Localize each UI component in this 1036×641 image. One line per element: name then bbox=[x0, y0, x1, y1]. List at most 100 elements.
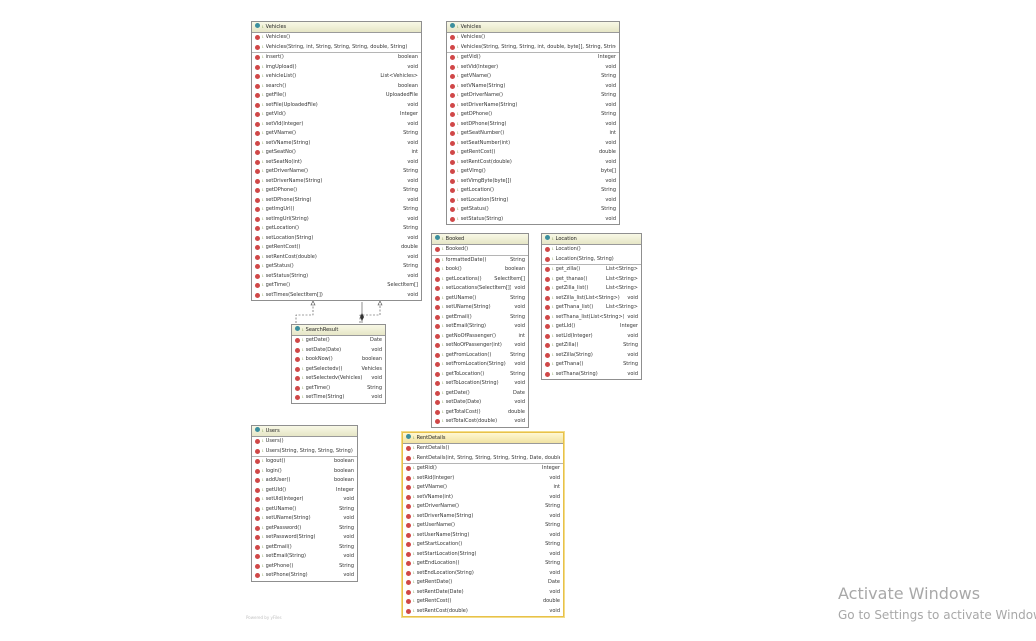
method-row[interactable]: ˪setDPhone(String)void bbox=[447, 120, 619, 130]
method-row[interactable]: ˪getUName()String bbox=[432, 294, 528, 304]
method-row[interactable]: ˪getDriverName()String bbox=[252, 167, 421, 177]
method-row[interactable]: ˪book()boolean bbox=[432, 265, 528, 275]
method-row[interactable]: ˪setTotalCost(double)void bbox=[432, 417, 528, 427]
method-row[interactable]: ˪setDPhone(String)void bbox=[252, 196, 421, 206]
method-row[interactable]: ˪getDPhone()String bbox=[447, 110, 619, 120]
method-row[interactable]: ˪setNoOfPassenger(int)void bbox=[432, 341, 528, 351]
constructor-row[interactable]: ˪Location() bbox=[542, 245, 641, 255]
method-row[interactable]: ˪setRid(Integer)void bbox=[403, 474, 563, 484]
method-row[interactable]: ˪getUserName()String bbox=[403, 521, 563, 531]
method-row[interactable]: ˪getDriverName()String bbox=[447, 91, 619, 101]
method-row[interactable]: ˪getRentCost()double bbox=[403, 597, 563, 607]
method-row[interactable]: ˪getVName()int bbox=[403, 483, 563, 493]
method-row[interactable]: ˪getTime()String bbox=[292, 384, 385, 394]
method-row[interactable]: ˪setDriverName(String)void bbox=[252, 177, 421, 187]
method-row[interactable]: ˪setZilla(String)void bbox=[542, 351, 641, 361]
class-box-location[interactable]: ˪Location˪Location()˪Location(String, St… bbox=[541, 233, 642, 380]
constructor-row[interactable]: ˪RentDetails() bbox=[403, 444, 563, 454]
method-row[interactable]: ˪setSelectedv(Vehicles)void bbox=[292, 374, 385, 384]
method-row[interactable]: ˪setToLocation(String)void bbox=[432, 379, 528, 389]
method-row[interactable]: ˪getDriverName()String bbox=[403, 502, 563, 512]
method-row[interactable]: ˪getPhone()String bbox=[252, 562, 357, 572]
class-box-vehicles-1[interactable]: ˪Vehicles˪Vehicles()˪Vehicles(String, in… bbox=[251, 21, 422, 301]
method-row[interactable]: ˪getZilla()String bbox=[542, 341, 641, 351]
method-row[interactable]: ˪getStatus()String bbox=[252, 262, 421, 272]
method-row[interactable]: ˪setUName(String)void bbox=[432, 303, 528, 313]
method-row[interactable]: ˪getVName()String bbox=[447, 72, 619, 82]
method-row[interactable]: ˪getEmail()String bbox=[252, 543, 357, 553]
method-row[interactable]: ˪getTime()SelectItem[] bbox=[252, 281, 421, 291]
method-row[interactable]: ˪getImgUrl()String bbox=[252, 205, 421, 215]
constructor-row[interactable]: ˪RentDetails(int, String, String, String… bbox=[403, 454, 563, 464]
method-row[interactable]: ˪setDriverName(String)void bbox=[403, 512, 563, 522]
method-row[interactable]: ˪getVName()String bbox=[252, 129, 421, 139]
method-row[interactable]: ˪getSeatNo()int bbox=[252, 148, 421, 158]
method-row[interactable]: ˪search()boolean bbox=[252, 82, 421, 92]
method-row[interactable]: ˪setFile(UploadedFile)void bbox=[252, 101, 421, 111]
method-row[interactable]: ˪setLocations(SelectItem[])void bbox=[432, 284, 528, 294]
method-row[interactable]: ˪setRentDate(Date)void bbox=[403, 588, 563, 598]
method-row[interactable]: ˪getRentDate()Date bbox=[403, 578, 563, 588]
constructor-row[interactable]: ˪Vehicles(String, int, String, String, S… bbox=[252, 43, 421, 53]
method-row[interactable]: ˪getLocations()SelectItem[] bbox=[432, 275, 528, 285]
constructor-row[interactable]: ˪Booked() bbox=[432, 245, 528, 255]
method-row[interactable]: ˪getUId()Integer bbox=[252, 486, 357, 496]
method-row[interactable]: ˪getLId()Integer bbox=[542, 322, 641, 332]
method-row[interactable]: ˪getUName()String bbox=[252, 505, 357, 515]
method-row[interactable]: ˪get_zilla()List<String> bbox=[542, 265, 641, 275]
method-row[interactable]: ˪bookNow()boolean bbox=[292, 355, 385, 365]
method-row[interactable]: ˪setDriverName(String)void bbox=[447, 101, 619, 111]
method-row[interactable]: ˪getStatus()String bbox=[447, 205, 619, 215]
method-row[interactable]: ˪setRentCost(double)void bbox=[252, 253, 421, 263]
method-row[interactable]: ˪setEmail(String)void bbox=[432, 322, 528, 332]
constructor-row[interactable]: ˪Users() bbox=[252, 437, 357, 447]
method-row[interactable]: ˪getToLocation()String bbox=[432, 370, 528, 380]
method-row[interactable]: ˪setPhone(String)void bbox=[252, 571, 357, 581]
method-row[interactable]: ˪setPassword(String)void bbox=[252, 533, 357, 543]
class-box-users[interactable]: ˪Users˪Users()˪Users(String, String, Str… bbox=[251, 425, 358, 582]
method-row[interactable]: ˪getFile()UploadedFile bbox=[252, 91, 421, 101]
method-row[interactable]: ˪getSelectedv()Vehicles bbox=[292, 365, 385, 375]
method-row[interactable]: ˪getThana()String bbox=[542, 360, 641, 370]
method-row[interactable]: ˪getRentCost()double bbox=[252, 243, 421, 253]
method-row[interactable]: ˪insert()boolean bbox=[252, 53, 421, 63]
method-row[interactable]: ˪setVimgByte(byte[])void bbox=[447, 177, 619, 187]
method-row[interactable]: ˪setEmail(String)void bbox=[252, 552, 357, 562]
method-row[interactable]: ˪getRentCost()double bbox=[447, 148, 619, 158]
method-row[interactable]: ˪getLocation()String bbox=[252, 224, 421, 234]
method-row[interactable]: ˪getRid()Integer bbox=[403, 464, 563, 474]
class-box-rent-details[interactable]: ˪RentDetails˪RentDetails()˪RentDetails(i… bbox=[402, 432, 564, 617]
method-row[interactable]: ˪setLId(Integer)void bbox=[542, 332, 641, 342]
method-row[interactable]: ˪setVId(Integer)void bbox=[252, 120, 421, 130]
method-row[interactable]: ˪logout()boolean bbox=[252, 457, 357, 467]
method-row[interactable]: ˪getNoOfPassenger()int bbox=[432, 332, 528, 342]
method-row[interactable]: ˪getDPhone()String bbox=[252, 186, 421, 196]
method-row[interactable]: ˪setStartLocation(String)void bbox=[403, 550, 563, 560]
method-row[interactable]: ˪setLocation(String)void bbox=[252, 234, 421, 244]
constructor-row[interactable]: ˪Vehicles() bbox=[447, 33, 619, 43]
constructor-row[interactable]: ˪Vehicles(String, String, String, int, d… bbox=[447, 43, 619, 53]
class-box-search-result[interactable]: ˪SearchResult˪getDate()Date˪setDate(Date… bbox=[291, 324, 386, 404]
method-row[interactable]: ˪setZilla_list(List<String>)void bbox=[542, 294, 641, 304]
method-row[interactable]: ˪getFromLocation()String bbox=[432, 351, 528, 361]
method-row[interactable]: ˪get_thanas()List<String> bbox=[542, 275, 641, 285]
method-row[interactable]: ˪setImgUrl(String)void bbox=[252, 215, 421, 225]
method-row[interactable]: ˪getVId()Integer bbox=[252, 110, 421, 120]
method-row[interactable]: ˪imgUpload()void bbox=[252, 63, 421, 73]
method-row[interactable]: ˪setThana(String)void bbox=[542, 370, 641, 380]
method-row[interactable]: ˪setFromLocation(String)void bbox=[432, 360, 528, 370]
method-row[interactable]: ˪getPassword()String bbox=[252, 524, 357, 534]
method-row[interactable]: ˪setEndLocation(String)void bbox=[403, 569, 563, 579]
method-row[interactable]: ˪getZilla_list()List<String> bbox=[542, 284, 641, 294]
class-box-vehicles-2[interactable]: ˪Vehicles˪Vehicles()˪Vehicles(String, St… bbox=[446, 21, 620, 225]
method-row[interactable]: ˪setThana_list(List<String>)void bbox=[542, 313, 641, 323]
method-row[interactable]: ˪setRentCost(double)void bbox=[403, 607, 563, 617]
constructor-row[interactable]: ˪Users(String, String, String, String) bbox=[252, 447, 357, 457]
method-row[interactable]: ˪formattedDate()String bbox=[432, 256, 528, 266]
method-row[interactable]: ˪setStatus(String)void bbox=[447, 215, 619, 225]
method-row[interactable]: ˪setSeatNumber(int)void bbox=[447, 139, 619, 149]
method-row[interactable]: ˪getEmail()String bbox=[432, 313, 528, 323]
method-row[interactable]: ˪setUserName(String)void bbox=[403, 531, 563, 541]
class-box-booked[interactable]: ˪Booked˪Booked()˪formattedDate()String˪b… bbox=[431, 233, 529, 428]
method-row[interactable]: ˪setStatus(String)void bbox=[252, 272, 421, 282]
